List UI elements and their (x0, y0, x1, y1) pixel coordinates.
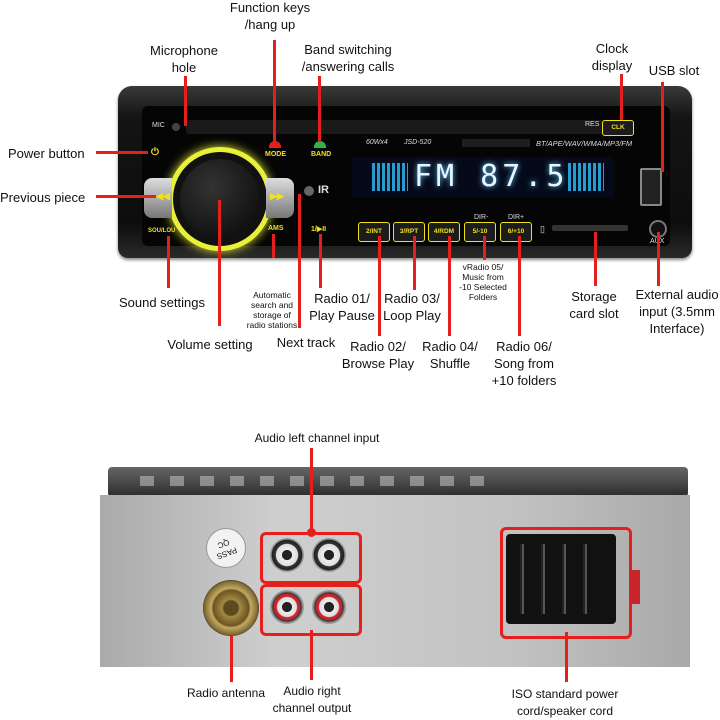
label-usb-slot: USB slot (648, 63, 700, 78)
callout-line-radio02 (378, 236, 381, 336)
phone-answer-icon (314, 141, 326, 148)
label-radio02: Radio 02/ Browse Play (341, 339, 415, 371)
label-radio03: Radio 03/ Loop Play (383, 291, 441, 323)
callout-line-microphone (184, 76, 187, 126)
mode-button[interactable]: MODE (265, 151, 286, 158)
power-icon[interactable]: ⏻ (151, 147, 159, 158)
rear-vent-slots (140, 476, 500, 486)
lcd-frequency: FM 87.5 (414, 159, 569, 194)
callout-line-usb (661, 82, 664, 172)
label-radio06: Radio 06/ Song from +10 folders (491, 339, 557, 388)
fuse (630, 570, 640, 604)
ir-label: IR (318, 184, 329, 196)
next-icon: ▶▶ (270, 191, 284, 201)
label-radio-antenna: Radio antenna (186, 686, 266, 700)
play-pause-button[interactable]: 1/▶II (311, 226, 327, 233)
formats-label: BT/APE/WAV/WMA/MP3/FM (536, 139, 633, 148)
callout-line-function-keys (273, 40, 276, 142)
callout-line-antenna (230, 636, 233, 682)
callout-line-iso (565, 632, 568, 682)
qc-sticker (206, 528, 246, 568)
callout-line-storage (594, 232, 597, 286)
dir-minus-label: DIR- (474, 214, 489, 221)
label-power-button: Power button (8, 146, 85, 161)
label-iso-power: ISO standard power cord/speaker cord (511, 687, 619, 718)
label-next-track: Next track (276, 335, 336, 350)
cd-slot (462, 139, 530, 147)
callout-line-previous (96, 195, 156, 198)
label-storage-card: Storage card slot (569, 289, 619, 321)
previous-icon: ◀◀ (156, 191, 170, 201)
callout-line-band (318, 76, 321, 142)
label-audio-left-input: Audio left channel input (254, 431, 380, 445)
number-key-4[interactable]: 4/RDM (428, 222, 460, 242)
label-radio05: vRadio 05/ Music from -10 Selected Folde… (459, 262, 507, 302)
microphone-hole (172, 123, 180, 131)
number-key-3[interactable]: 3/RPT (393, 222, 425, 242)
callout-line-aux (657, 232, 660, 286)
rca-input-left-jack (270, 538, 304, 572)
lcd-display: FM 87.5 (352, 157, 614, 197)
previous-button[interactable] (144, 178, 172, 218)
callout-line-ams (272, 234, 275, 258)
usb-slot[interactable] (640, 168, 662, 206)
callout-line-audio-right (310, 630, 313, 680)
callout-line-power (96, 151, 148, 154)
number-key-5[interactable]: 5/-10 (464, 222, 496, 242)
power-model: 60Wx4 (366, 139, 388, 146)
equalizer-bars-right (568, 163, 604, 191)
iso-connector (506, 534, 616, 624)
callout-line-audio-left (310, 448, 313, 534)
dir-plus-label: DIR+ (508, 214, 525, 221)
callout-line-radio04 (448, 236, 451, 336)
top-strip (186, 120, 606, 134)
label-function-keys: Function keys /hang up (229, 0, 311, 32)
label-microphone: Microphone hole (150, 43, 218, 75)
model-number: JSD-520 (404, 139, 432, 146)
callout-line-sound (167, 236, 170, 288)
callout-line-volume (218, 200, 221, 326)
ir-sensor (304, 186, 314, 196)
label-external-audio: External audio input (3.5mm Interface) (635, 287, 719, 336)
clk-button[interactable]: CLK (602, 120, 634, 136)
mic-label: MIC (152, 122, 165, 129)
number-key-2[interactable]: 2/INT (358, 222, 390, 242)
band-button[interactable]: BAND (311, 151, 332, 158)
res-label: RES (585, 121, 600, 128)
label-auto-search: Automatic search and storage of radio st… (246, 290, 298, 330)
callout-line-radio06 (518, 236, 521, 336)
phone-hangup-icon (269, 141, 281, 148)
rca-input-right-jack (312, 538, 346, 572)
next-button[interactable] (266, 178, 294, 218)
sound-button[interactable]: SOU/LOU (148, 228, 176, 234)
label-sound-settings: Sound settings (118, 295, 205, 310)
iso-pins (520, 544, 604, 614)
label-audio-right-output: Audio right channel output (272, 684, 352, 715)
callout-line-clock (620, 74, 623, 120)
callout-line-next (298, 194, 301, 328)
callout-line-radio01 (319, 234, 322, 288)
callout-line-radio05 (483, 236, 486, 260)
label-volume-setting: Volume setting (167, 337, 253, 352)
label-clock-display: Clock display (591, 41, 633, 73)
callout-line-radio03 (413, 236, 416, 290)
ams-button[interactable]: AMS (268, 225, 284, 232)
rca-output-right-jack (312, 590, 346, 624)
equalizer-bars-left (372, 163, 408, 191)
label-previous-piece: Previous piece (0, 190, 86, 205)
sd-card-icon: ▯ (540, 224, 545, 234)
sd-card-slot (552, 225, 628, 231)
rca-output-left-jack (270, 590, 304, 624)
callout-dot-audio-left (307, 528, 316, 537)
label-radio04: Radio 04/ Shuffle (422, 339, 478, 371)
number-key-6[interactable]: 6/+10 (500, 222, 532, 242)
label-radio01: Radio 01/ Play Pause (309, 291, 375, 323)
label-band-switching: Band switching /answering calls (301, 42, 395, 74)
antenna-socket (203, 580, 259, 636)
